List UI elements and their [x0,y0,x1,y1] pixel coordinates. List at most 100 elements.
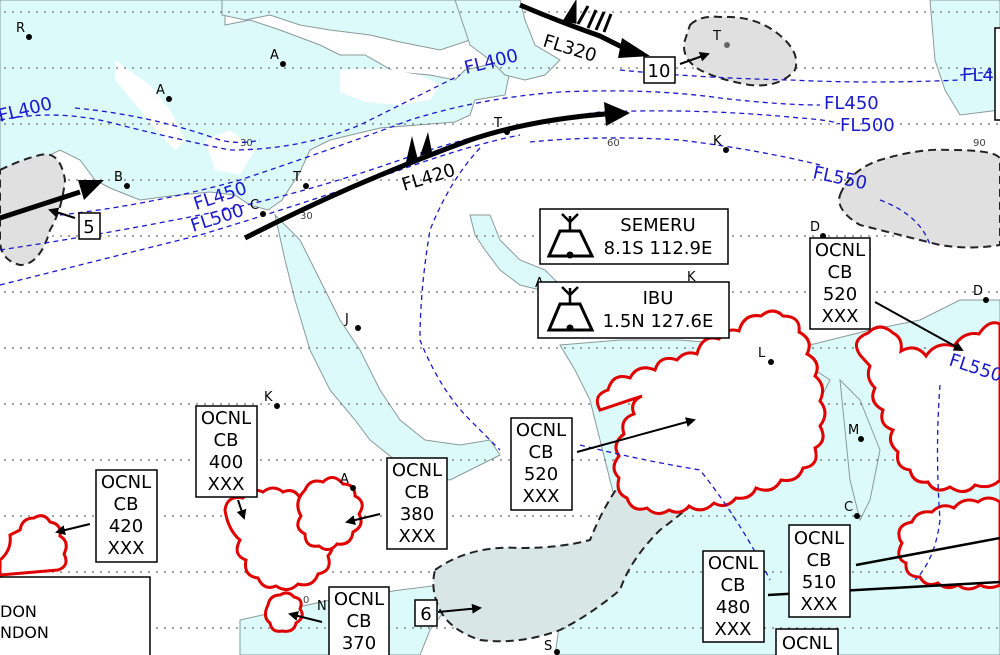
svg-text:XXX: XXX [801,594,838,615]
turbulence-box [414,599,438,627]
station: T [292,170,309,189]
station: K [687,270,696,285]
svg-text:370: 370 [342,633,376,654]
svg-text:K: K [264,390,273,405]
jet-arrowhead [604,102,630,126]
jet-stream-west [0,189,81,221]
station: B [114,170,130,189]
svg-text:C: C [250,198,259,213]
svg-text:XXX: XXX [715,619,752,640]
volcano-ibu: IBU 1.5N 127.6E [537,281,730,339]
tropopause-line [579,444,771,581]
cb-label-box: OCNL CB 420 XXX [95,469,158,563]
volcano-position: 1.5N 127.6E [603,311,714,332]
svg-text:OCNL: OCNL [101,472,151,493]
svg-text:A: A [156,83,165,98]
svg-text:CB: CB [347,611,372,632]
turbulence-area-east [838,148,1000,249]
svg-text:400: 400 [209,452,243,473]
turbulence-box [643,56,676,84]
cb-label-box: OCNL CB 520 XXX [510,417,573,511]
svg-text:CB: CB [214,430,239,451]
turbulence-area-north [683,15,798,87]
svg-text:N: N [317,599,327,614]
station: A [156,83,172,102]
svg-text:XXX: XXX [399,526,436,547]
svg-text:A: A [340,472,349,487]
svg-text:XXX: XXX [108,538,145,559]
svg-text:T: T [712,29,721,44]
station: K [713,134,729,153]
svg-text:T: T [292,170,301,185]
svg-text:K: K [687,270,696,285]
tropopause-line [879,199,931,246]
pointer-arrow [874,301,964,351]
pointer-arrow [679,51,710,65]
legend-text: DON [0,602,37,621]
jet-stream-central [243,111,606,241]
svg-text:OCNL: OCNL [201,408,251,429]
pointer-arrow [288,611,323,623]
svg-text:CB: CB [721,575,746,596]
svg-text:D: D [973,284,983,299]
svg-text:M: M [848,423,859,438]
svg-text:L: L [758,346,766,361]
cb-area-east-upper [854,321,1000,493]
station: T [712,29,730,48]
grid-tick: 30 [300,211,313,222]
svg-text:S: S [544,639,552,654]
pointer-arrow [576,417,696,453]
stations: R A A B C T T J K T K A K D D M C A N S … [16,21,989,655]
station: A [340,472,356,491]
volcano-position: 8.1S 112.9E [604,238,713,259]
cb-area-east-lower [897,496,1000,591]
cb-area-small [263,591,304,633]
turbulence-number: 10 [648,61,671,82]
jet-wind-barbs [406,132,432,162]
svg-text:CB: CB [828,262,853,283]
svg-text:CB: CB [529,442,554,463]
flight-level-label: FL4 [962,65,994,86]
volcano-icon [546,286,595,332]
legend-box [0,576,151,655]
tropopause-line [59,90,821,216]
pointer-arrow [48,207,76,219]
pointer-arrow [55,523,91,535]
grid-tick: 0 [303,595,309,606]
cb-label-box: OCNL CB 370 [328,586,390,655]
volcano-semeru: SEMERU 8.1S 112.9E [539,208,729,265]
svg-text:520: 520 [823,284,857,305]
station: J [344,312,361,331]
svg-text:CB: CB [114,494,139,515]
svg-text:CB: CB [405,482,430,503]
grid-tick: 90 [973,138,986,149]
turbulence-box [78,212,101,240]
svg-text:K: K [713,134,722,149]
jet-streams [0,0,650,241]
grid-tick: 30 [240,138,253,149]
svg-text:B: B [114,170,123,185]
grid-tick: 60 [607,138,620,149]
station: D [973,284,989,303]
svg-text:380: 380 [400,504,434,525]
jet-arrowhead [618,38,650,58]
svg-text:XXX: XXX [523,486,560,507]
pointer-line [855,536,1000,567]
pointer-arrow [236,499,247,520]
legend-text: NDON [0,623,49,642]
cb-label-box: OCNL CB 520 XXX [809,237,871,330]
flight-level-label: FL500 [840,115,895,136]
cb-areas [0,309,1000,633]
svg-text:R: R [16,21,25,36]
cb-label-box: OCNL CB 480 XXX [702,550,765,643]
svg-text:OCNL: OCNL [334,589,384,610]
cb-label-box: OCNL CB 380 XXX [386,457,448,550]
station: M [848,423,864,442]
svg-text:D: D [810,220,820,235]
svg-text:510: 510 [802,572,836,593]
station: K [264,390,280,409]
svg-text:OCNL: OCNL [782,633,832,654]
svg-text:OCNL: OCNL [392,460,442,481]
jet-wind-barbs [562,0,613,33]
svg-text:520: 520 [524,464,558,485]
